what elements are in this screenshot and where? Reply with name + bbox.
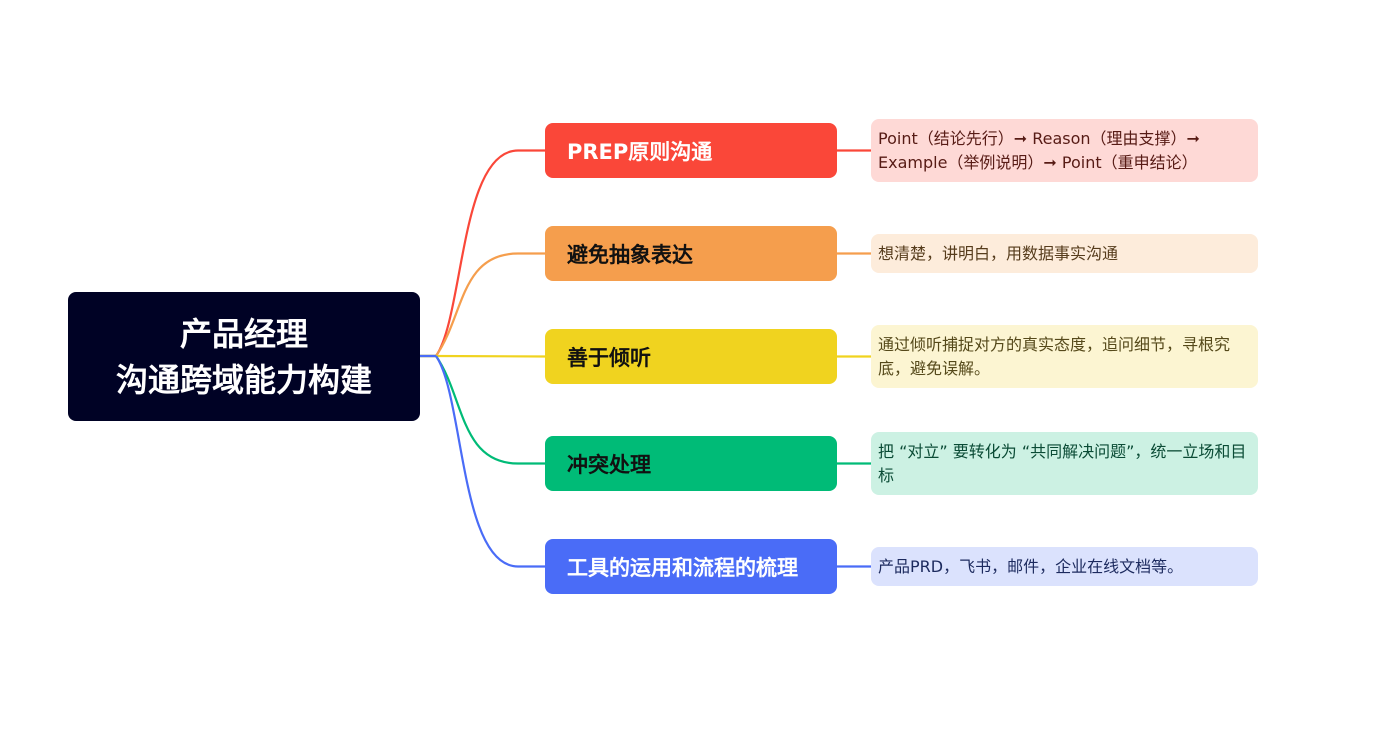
- branch-label: 工具的运用和流程的梳理: [567, 555, 798, 580]
- detail-avoid-abstract-expression[interactable]: 想清楚，讲明白，用数据事实沟通: [871, 234, 1258, 273]
- detail-text: Point（结论先行）➞ Reason（理由支撑）➞ Example（举例说明）…: [878, 128, 1200, 172]
- branch-avoid-abstract-expression[interactable]: 避免抽象表达: [545, 226, 837, 281]
- detail-text: 产品PRD，飞书，邮件，企业在线文档等。: [878, 556, 1184, 576]
- central-topic-line-2: 沟通跨域能力构建: [115, 360, 372, 399]
- branch-prep-communication[interactable]: PREP原则沟通: [545, 123, 837, 178]
- branch-good-listening[interactable]: 善于倾听: [545, 329, 837, 384]
- detail-tools-and-process[interactable]: 产品PRD，飞书，邮件，企业在线文档等。: [871, 547, 1258, 586]
- detail-prep-communication[interactable]: Point（结论先行）➞ Reason（理由支撑）➞ Example（举例说明）…: [871, 119, 1258, 182]
- branch-connector-line: [435, 355, 545, 568]
- branch-conflict-handling[interactable]: 冲突处理: [545, 436, 837, 491]
- detail-text: 把 “对立” 要转化为 “共同解决问题”，统一立场和目标: [878, 441, 1247, 485]
- branch-label: 冲突处理: [567, 452, 651, 477]
- branch-label: 善于倾听: [567, 345, 651, 370]
- branch-connector-line: [435, 149, 545, 357]
- branch-connector-line: [435, 252, 545, 357]
- detail-conflict-handling[interactable]: 把 “对立” 要转化为 “共同解决问题”，统一立场和目标: [871, 432, 1258, 495]
- central-topic[interactable]: 产品经理 沟通跨域能力构建: [68, 292, 420, 421]
- central-topic-line-1: 产品经理: [179, 314, 308, 353]
- detail-good-listening[interactable]: 通过倾听捕捉对方的真实态度，追问细节，寻根究底，避免误解。: [871, 325, 1258, 388]
- branch-connector-line: [435, 355, 545, 465]
- detail-text: 通过倾听捕捉对方的真实态度，追问细节，寻根究底，避免误解。: [878, 334, 1231, 378]
- branch-label: 避免抽象表达: [567, 242, 693, 267]
- branch-tools-and-process[interactable]: 工具的运用和流程的梳理: [545, 539, 837, 594]
- detail-text: 想清楚，讲明白，用数据事实沟通: [878, 243, 1119, 263]
- branch-label: PREP原则沟通: [567, 139, 713, 164]
- branch-connector-line: [435, 354, 546, 358]
